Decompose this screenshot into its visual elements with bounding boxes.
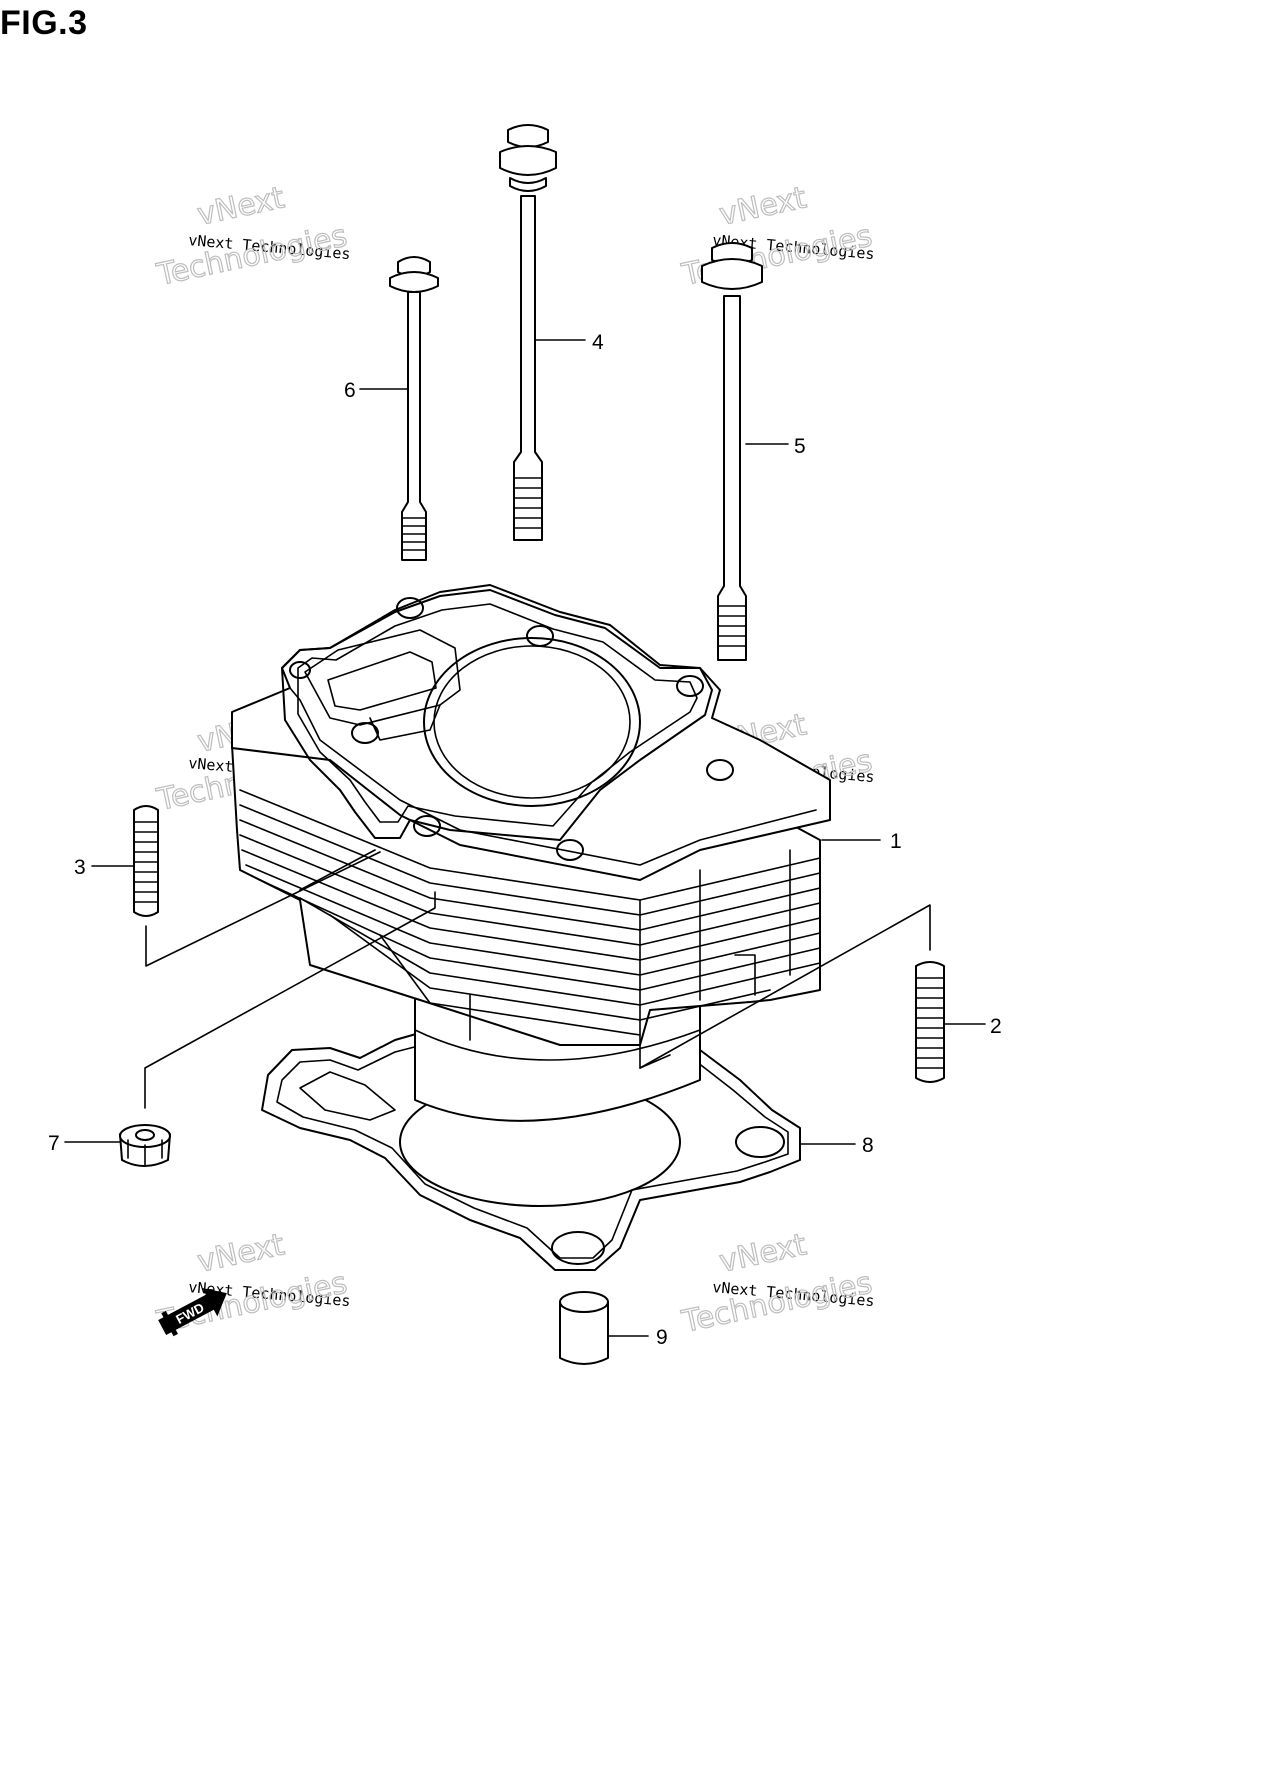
svg-text:vNext: vNext [194,1227,287,1280]
callout-4: 4 [592,331,604,354]
bolt-part-4 [499,124,557,541]
svg-text:vNext: vNext [194,180,287,233]
figure-title: FIG.3 [0,4,88,42]
bolt-part-6 [389,256,439,561]
svg-text:vNext: vNext [716,1227,809,1280]
svg-text:Technologies: Technologies [153,1266,350,1341]
watermark-bottom-right: vNext vNext Technologies Technologies [678,1227,876,1341]
guide-lines [144,849,931,1109]
callout-8: 8 [862,1134,874,1157]
bolt-part-5 [701,242,763,661]
watermark-top-left: vNext vNext Technologies Technologies [153,180,351,294]
base-gasket-part-8 [261,1027,801,1271]
cooling-fins [239,789,821,1046]
callout-1: 1 [890,830,902,853]
callout-3: 3 [74,856,86,879]
svg-text:Technologies: Technologies [678,1266,875,1341]
stud-part-3 [133,805,159,917]
leader-lines [64,339,986,1337]
stud-part-2 [915,961,945,1083]
callout-6: 6 [344,379,356,402]
cylinder-part-1 [231,584,831,1122]
callout-2: 2 [990,1015,1002,1038]
dowel-pin-part-9 [559,1291,609,1365]
callout-5: 5 [794,435,806,458]
callout-7: 7 [48,1132,60,1155]
svg-text:Technologies: Technologies [153,219,350,294]
nut-part-7 [119,1124,171,1167]
svg-text:vNext: vNext [716,180,809,233]
callout-9: 9 [656,1326,668,1349]
